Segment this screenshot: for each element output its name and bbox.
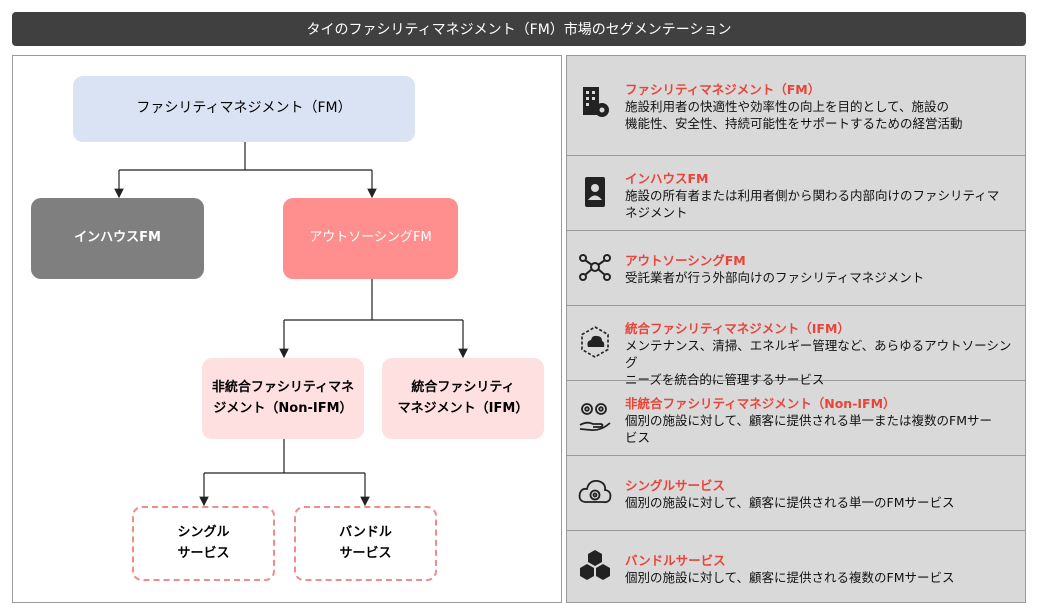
legend-row-single: シングルサービス 個別の施設に対して、顧客に提供される単一のFMサービス xyxy=(567,456,1025,531)
node-label-line: サービス xyxy=(339,545,392,561)
node-label: アウトソーシングFM xyxy=(309,230,432,246)
gears-hand-icon xyxy=(577,399,613,435)
segmentation-tree: ファシリティマネジメント（FM） インハウスFM アウトソーシングFM 非統合フ… xyxy=(12,55,562,603)
legend-desc-line: メンテナンス、清掃、エネルギー管理など、あらゆるアウトソーシング xyxy=(625,338,1012,370)
legend-row-non-ifm: 非統合ファシリティマネジメント（Non-IFM） 個別の施設に対して、顧客に提供… xyxy=(567,381,1025,456)
page-title: タイのファシリティマネジメント（FM）市場のセグメンテーション xyxy=(12,12,1026,46)
node-label-line: バンドル xyxy=(339,525,392,541)
node-inhouse-fm: インハウスFM xyxy=(31,198,204,279)
legend-desc-line: 個別の施設に対して、顧客に提供される単一または複数のFMサー xyxy=(625,413,992,428)
legend-row-fm: ファシリティマネジメント（FM） 施設利用者の快適性や効率性の向上を目的として、… xyxy=(567,56,1025,156)
node-ifm: 統合ファシリティ マネジメント（IFM） xyxy=(382,358,544,439)
legend-desc-line: ビス xyxy=(625,430,651,445)
cloud-gear-icon xyxy=(577,474,613,510)
node-non-ifm: 非統合ファシリティマネ ジメント（Non-IFM） xyxy=(202,358,364,439)
legend-desc-line: 施設利用者の快適性や効率性の向上を目的として、施設の xyxy=(625,99,950,114)
node-label-line: ジメント（Non-IFM） xyxy=(213,400,353,416)
legend-desc-line: 施設の所有者または利用者側から関わる内部向けのファシリティマ xyxy=(625,188,1000,203)
node-label-line: サービス xyxy=(177,545,230,561)
node-outsourcing-fm: アウトソーシングFM xyxy=(283,198,458,279)
legend-title: アウトソーシングFM xyxy=(625,253,746,268)
node-label: インハウスFM xyxy=(74,230,161,246)
node-label-line: 統合ファシリティ xyxy=(411,380,515,396)
legend-title: ファシリティマネジメント（FM） xyxy=(625,82,821,97)
building-gear-icon xyxy=(577,84,613,120)
legend-desc-line: 個別の施設に対して、顧客に提供される単一のFMサービス xyxy=(625,495,955,510)
legend-row-inhouse: インハウスFM 施設の所有者または利用者側から関わる内部向けのファシリティマ ネ… xyxy=(567,156,1025,231)
cloud-hexagon-icon xyxy=(577,324,613,360)
legend-desc-line: ニーズを統合的に管理するサービス xyxy=(625,372,825,387)
cubes-icon xyxy=(577,547,613,583)
legend-title: 非統合ファシリティマネジメント（Non-IFM） xyxy=(625,396,896,411)
legend-desc-line: ネジメント xyxy=(625,205,688,220)
legend-panel: ファシリティマネジメント（FM） 施設利用者の快適性や効率性の向上を目的として、… xyxy=(566,55,1026,603)
node-bundle-service: バンドル サービス xyxy=(294,506,437,581)
legend-title: シングルサービス xyxy=(625,478,726,493)
legend-row-bundle: バンドルサービス 個別の施設に対して、顧客に提供される複数のFMサービス xyxy=(567,531,1025,604)
tree-connectors xyxy=(114,142,468,507)
node-label-line: シングル xyxy=(177,525,230,541)
legend-desc-line: 機能性、安全性、持続可能性をサポートするための経営活動 xyxy=(625,116,963,131)
legend-title: バンドルサービス xyxy=(625,553,726,568)
legend-title: インハウスFM xyxy=(625,171,709,186)
legend-desc-line: 個別の施設に対して、顧客に提供される複数のFMサービス xyxy=(625,570,955,585)
node-facility-management: ファシリティマネジメント（FM） xyxy=(73,76,415,142)
legend-row-outsourcing: アウトソーシングFM 受託業者が行う外部向けのファシリティマネジメント xyxy=(567,231,1025,306)
legend-row-ifm: 統合ファシリティマネジメント（IFM） メンテナンス、清掃、エネルギー管理など、… xyxy=(567,306,1025,387)
legend-desc-line: 受託業者が行う外部向けのファシリティマネジメント xyxy=(625,270,925,285)
legend-title: 統合ファシリティマネジメント（IFM） xyxy=(625,321,850,336)
node-label-line: マネジメント（IFM） xyxy=(397,400,529,416)
node-label-line: 非統合ファシリティマネ xyxy=(211,380,355,396)
id-badge-icon xyxy=(577,174,613,210)
node-label: ファシリティマネジメント（FM） xyxy=(136,100,352,117)
network-people-icon xyxy=(577,249,613,285)
node-single-service: シングル サービス xyxy=(132,506,275,581)
